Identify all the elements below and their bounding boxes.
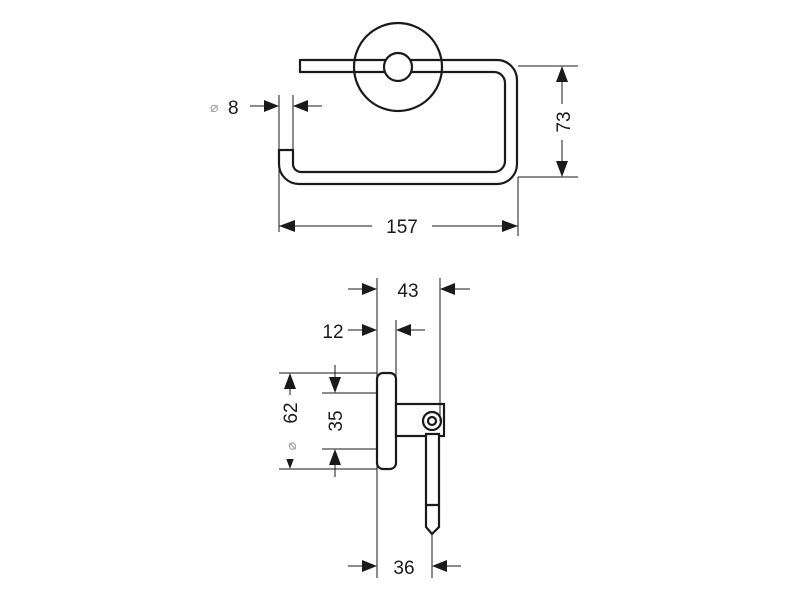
dim-rod-depth-label: 36 bbox=[393, 558, 414, 579]
arrow-right bbox=[264, 100, 279, 112]
dim-rosette-diameter-symbol: ⌀ bbox=[284, 441, 300, 450]
dim-depth-total-label: 43 bbox=[397, 281, 418, 302]
dim-height-label: 73 bbox=[554, 111, 575, 132]
dim-rod-diameter: ⌀ 8 bbox=[210, 95, 322, 232]
dim-rosette-diameter-label: 62 bbox=[281, 402, 302, 423]
dim-rosette-thickness-label: 12 bbox=[322, 322, 343, 343]
arrow-down bbox=[329, 377, 341, 393]
side-rosette bbox=[375, 371, 398, 471]
side-hub-inner bbox=[426, 415, 438, 427]
arrow-up bbox=[556, 66, 568, 82]
arrow-right bbox=[362, 283, 377, 295]
arrow-down bbox=[556, 161, 568, 177]
front-loop bbox=[277, 58, 519, 186]
dim-rosette-inner: 35 bbox=[326, 365, 347, 477]
side-view bbox=[375, 371, 446, 536]
arrow-left bbox=[432, 560, 447, 572]
dim-rod-diameter-label: 8 bbox=[228, 98, 239, 119]
front-loop-inner bbox=[291, 70, 507, 174]
dim-width-label: 157 bbox=[386, 217, 418, 238]
front-hub bbox=[382, 51, 414, 83]
dim-depth-total: 43 bbox=[348, 281, 470, 302]
arrow-right bbox=[502, 220, 518, 232]
arrow-left bbox=[396, 324, 411, 336]
arrow-up bbox=[284, 373, 296, 389]
arrow-left bbox=[293, 100, 308, 112]
dim-rod-diameter-symbol: ⌀ bbox=[210, 100, 219, 116]
dim-rosette-diameter: ⌀ 62 bbox=[278, 373, 304, 469]
arrow-right bbox=[362, 560, 377, 572]
side-rod bbox=[424, 432, 441, 536]
arrow-left bbox=[279, 220, 295, 232]
dim-height: 73 bbox=[518, 65, 578, 178]
dim-rosette-thickness: 12 bbox=[322, 322, 425, 343]
front-view bbox=[277, 21, 519, 186]
arrow-left bbox=[440, 283, 455, 295]
dim-width: 157 bbox=[279, 177, 519, 238]
dim-rosette-inner-label: 35 bbox=[326, 410, 347, 431]
dim-rod-depth: 36 bbox=[348, 558, 461, 579]
arrow-up bbox=[329, 449, 341, 465]
arrow-right bbox=[362, 324, 377, 336]
